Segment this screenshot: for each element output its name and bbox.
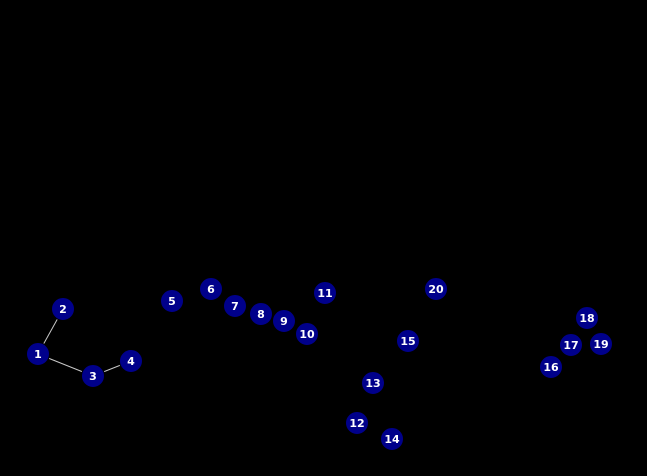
graph-node-7[interactable]: 7	[223, 294, 247, 318]
node-circle[interactable]	[81, 364, 105, 388]
graph-node-11[interactable]: 11	[313, 281, 337, 305]
node-circle[interactable]	[424, 277, 448, 301]
node-circle[interactable]	[295, 322, 319, 346]
node-circle[interactable]	[380, 427, 404, 451]
graph-node-20[interactable]: 20	[424, 277, 448, 301]
graph-node-19[interactable]: 19	[589, 332, 613, 356]
node-circle[interactable]	[249, 302, 273, 326]
node-circle[interactable]	[223, 294, 247, 318]
graph-node-13[interactable]: 13	[361, 371, 385, 395]
node-circle[interactable]	[345, 411, 369, 435]
graph-node-15[interactable]: 15	[396, 329, 420, 353]
node-circle[interactable]	[575, 306, 599, 330]
node-circle[interactable]	[119, 349, 143, 373]
node-circle[interactable]	[51, 297, 75, 321]
node-circle[interactable]	[313, 281, 337, 305]
node-circle[interactable]	[589, 332, 613, 356]
graph-node-12[interactable]: 12	[345, 411, 369, 435]
graph-node-2[interactable]: 2	[51, 297, 75, 321]
graph-node-10[interactable]: 10	[295, 322, 319, 346]
graph-node-3[interactable]: 3	[81, 364, 105, 388]
graph-node-14[interactable]: 14	[380, 427, 404, 451]
graph-node-8[interactable]: 8	[249, 302, 273, 326]
node-circle[interactable]	[160, 289, 184, 313]
node-circle[interactable]	[539, 355, 563, 379]
graph-node-16[interactable]: 16	[539, 355, 563, 379]
node-circle[interactable]	[559, 333, 583, 357]
node-circle[interactable]	[396, 329, 420, 353]
node-circle[interactable]	[272, 309, 296, 333]
graph-node-18[interactable]: 18	[575, 306, 599, 330]
graph-node-9[interactable]: 9	[272, 309, 296, 333]
graph-node-1[interactable]: 1	[26, 342, 50, 366]
node-circle[interactable]	[199, 277, 223, 301]
graph-node-17[interactable]: 17	[559, 333, 583, 357]
graph-node-6[interactable]: 6	[199, 277, 223, 301]
graph-node-5[interactable]: 5	[160, 289, 184, 313]
node-circle[interactable]	[26, 342, 50, 366]
graph-node-4[interactable]: 4	[119, 349, 143, 373]
edges-layer	[37, 308, 132, 377]
node-circle[interactable]	[361, 371, 385, 395]
